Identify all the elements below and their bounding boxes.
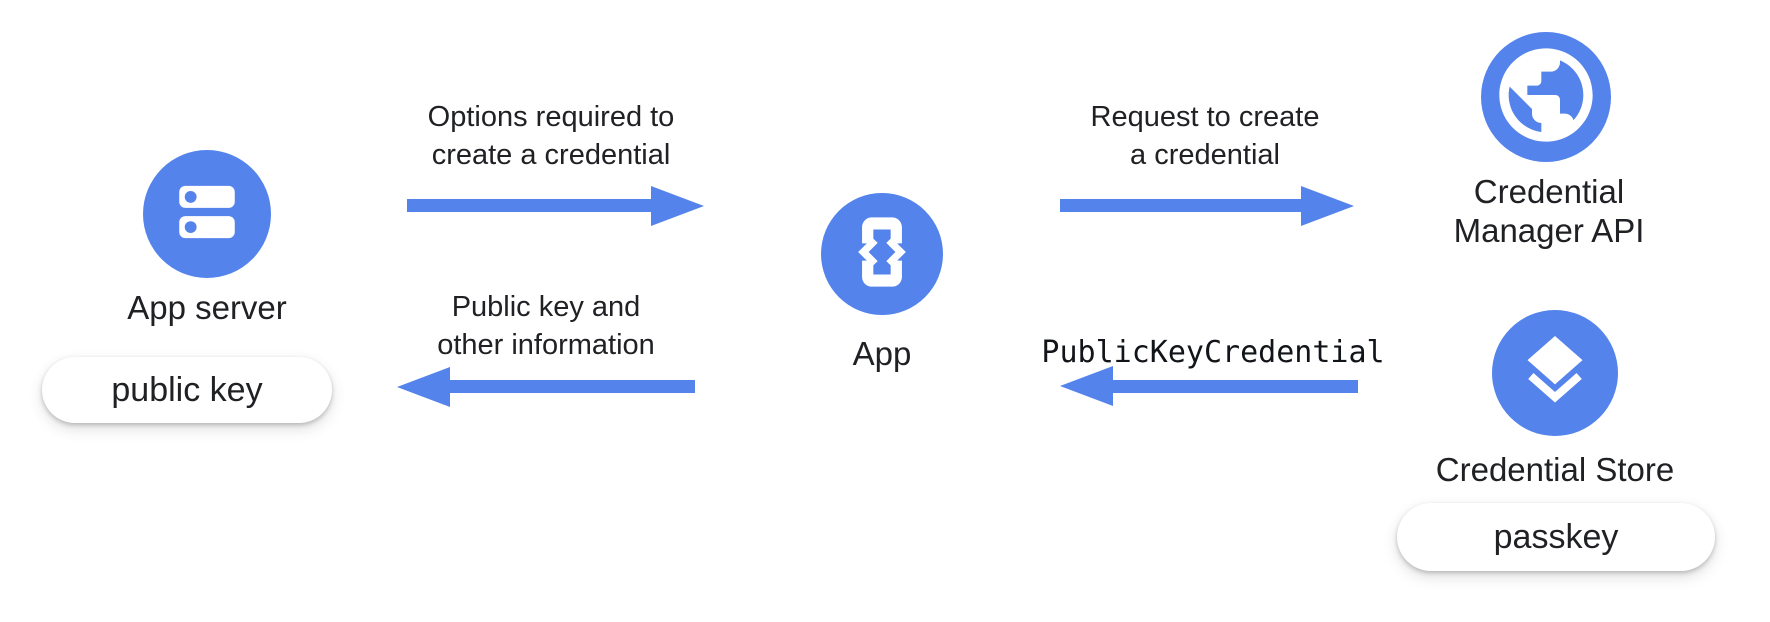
server-icon	[158, 163, 256, 266]
publickeycredential-arrow-shaft	[1112, 380, 1358, 393]
credential-manager-api-label: Credential Manager API	[1453, 173, 1645, 249]
app-server-node	[143, 150, 271, 278]
phone-code-icon	[830, 200, 934, 309]
public-key-arrow-label: Public key and other information	[437, 291, 655, 361]
options-arrow-shaft	[407, 199, 651, 212]
options-arrow-head	[651, 186, 704, 226]
credential-store-node	[1492, 310, 1618, 436]
public-key-arrow-head	[397, 367, 450, 407]
publickeycredential-arrow-label: PublicKeyCredential	[1041, 335, 1385, 370]
credential-manager-api-node	[1481, 32, 1611, 162]
publickeycredential-arrow-head	[1060, 366, 1113, 406]
app-server-label: App server	[127, 289, 287, 326]
request-arrow-head	[1301, 186, 1354, 226]
app-node	[821, 193, 943, 315]
request-arrow-shaft	[1060, 199, 1301, 212]
passkey-pill: passkey	[1397, 503, 1715, 571]
options-arrow-label: Options required to create a credential	[427, 101, 675, 171]
globe-icon	[1490, 39, 1602, 156]
credential-store-label: Credential Store	[1435, 451, 1675, 488]
public-key-arrow-shaft	[449, 380, 695, 393]
public-key-pill-label: public key	[111, 370, 263, 409]
layers-icon	[1505, 321, 1605, 426]
passkey-pill-label: passkey	[1493, 517, 1619, 556]
app-label: App	[852, 335, 912, 372]
request-arrow-label: Request to create a credential	[1090, 101, 1320, 171]
public-key-pill: public key	[42, 357, 332, 423]
